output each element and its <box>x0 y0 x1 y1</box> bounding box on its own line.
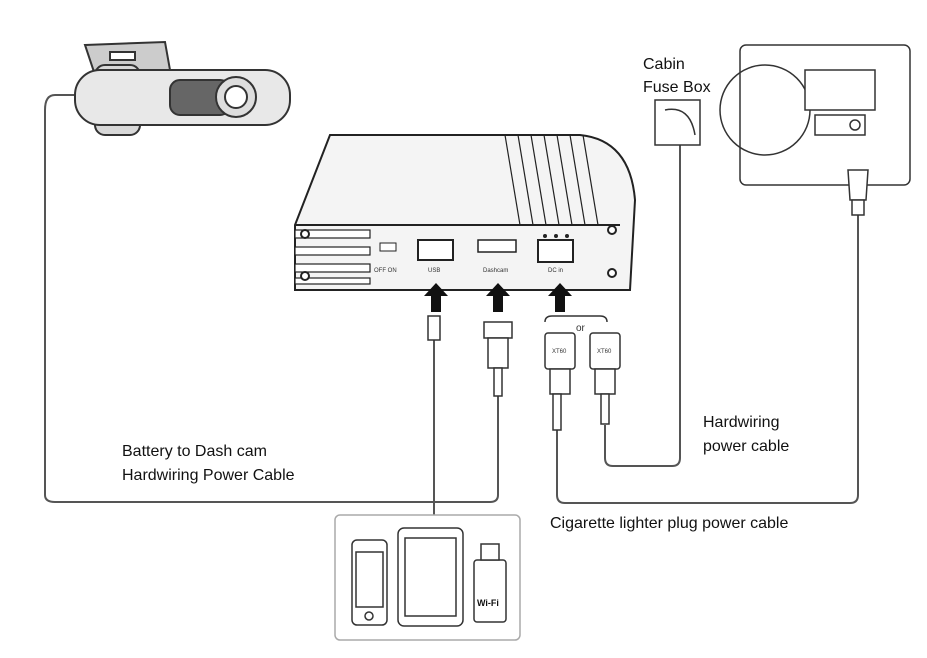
hardwiring-label-line1: Hardwiring <box>703 414 780 431</box>
hardwiring-cable <box>604 140 681 467</box>
wifi-label: Wi-Fi <box>477 598 499 608</box>
car-interior-icon <box>719 44 911 216</box>
arrow-up-icon <box>548 283 572 312</box>
cigarette-cable <box>556 215 859 504</box>
fuse-box-icon <box>654 99 701 146</box>
xt60-connector <box>589 332 621 425</box>
xt60-connector <box>544 332 576 431</box>
dashcam-icon <box>74 40 291 136</box>
switch-label: OFF ON <box>374 268 397 274</box>
battery-cable <box>44 94 499 503</box>
or-label: or <box>576 323 586 334</box>
battery-cable-label-line1: Battery to Dash cam <box>122 443 267 460</box>
xt60-label: XT60 <box>597 349 612 355</box>
arrow-up-icon <box>486 283 510 312</box>
battery-cable-label-line2: Hardwiring Power Cable <box>122 467 295 484</box>
hardwiring-label-line2: power cable <box>703 438 790 455</box>
dc-in-port-label: DC in <box>548 268 563 274</box>
micro-usb-plug <box>427 315 441 341</box>
arrow-up-icon <box>424 283 448 312</box>
usb-port-label: USB <box>428 268 440 274</box>
devices-panel <box>334 514 521 641</box>
fuse-box-label-line2: Fuse Box <box>643 79 711 96</box>
cigarette-cable-label: Cigarette lighter plug power cable <box>550 515 789 532</box>
power-bank-box <box>294 134 637 291</box>
wifi-dongle-icon <box>473 559 507 623</box>
dashcam-port-label: Dashcam <box>483 268 508 274</box>
dashcam-connector <box>483 321 513 397</box>
xt60-label: XT60 <box>552 349 567 355</box>
fuse-box-label-line1: Cabin <box>643 56 685 73</box>
